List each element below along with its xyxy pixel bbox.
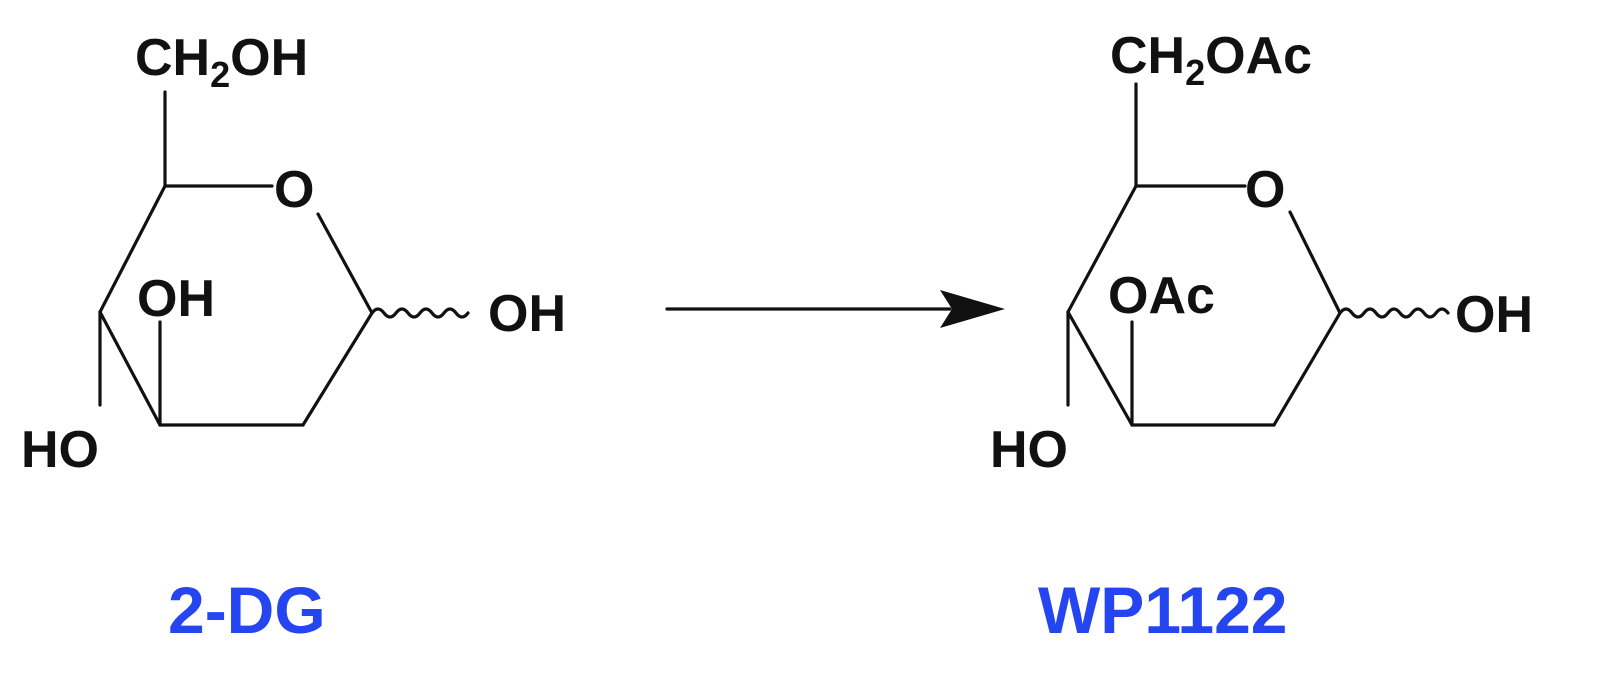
top-group-subscript: 2 <box>210 54 230 95</box>
inner-acetoxy: OAc <box>1108 267 1215 325</box>
bond-c4-c3 <box>1066 310 1134 427</box>
bonds-wp1122 <box>1066 82 1450 427</box>
ring-oxygen: O <box>1245 161 1285 219</box>
compound-label-2dg: 2-DG <box>168 573 326 647</box>
anomeric-hydroxyl: OH <box>1455 286 1533 344</box>
lower-left-hydroxyl: HO <box>21 421 99 479</box>
bond-o-c1 <box>1288 210 1342 315</box>
top-group-rest: OH <box>230 29 308 87</box>
molecule-wp1122: CH2OAc O OAc OH HO <box>990 27 1533 479</box>
bond-c2-c1 <box>1272 311 1342 427</box>
bond-c4-c3 <box>98 310 162 427</box>
bond-c5-c4 <box>98 184 167 314</box>
svg-text:CH2OAc: CH2OAc <box>1110 27 1312 93</box>
bonds-2dg <box>98 90 470 427</box>
right-arrow-icon <box>665 290 1005 328</box>
top-group-main: CH <box>135 29 210 87</box>
ring-oxygen: O <box>274 161 314 219</box>
anomeric-hydroxyl: OH <box>488 285 566 343</box>
top-group-rest: OAc <box>1205 27 1312 85</box>
top-group-subscript: 2 <box>1185 52 1205 93</box>
bond-c5-c4 <box>1066 184 1138 314</box>
bond-o-c1 <box>316 212 374 315</box>
inner-hydroxyl: OH <box>137 270 215 328</box>
compound-label-wp1122: WP1122 <box>1038 573 1288 647</box>
ch2oac-group: CH2OAc <box>1110 27 1312 93</box>
svg-text:CH2OH: CH2OH <box>135 29 308 95</box>
bond-c2-c1 <box>301 311 374 427</box>
lower-left-hydroxyl: HO <box>990 421 1068 479</box>
wavy-bond <box>1338 307 1450 319</box>
wavy-bond <box>370 307 470 319</box>
top-group-main: CH <box>1110 27 1185 85</box>
ch2oh-group: CH2OH <box>135 29 308 95</box>
molecule-2dg: CH2OH O OH OH HO <box>21 29 566 479</box>
